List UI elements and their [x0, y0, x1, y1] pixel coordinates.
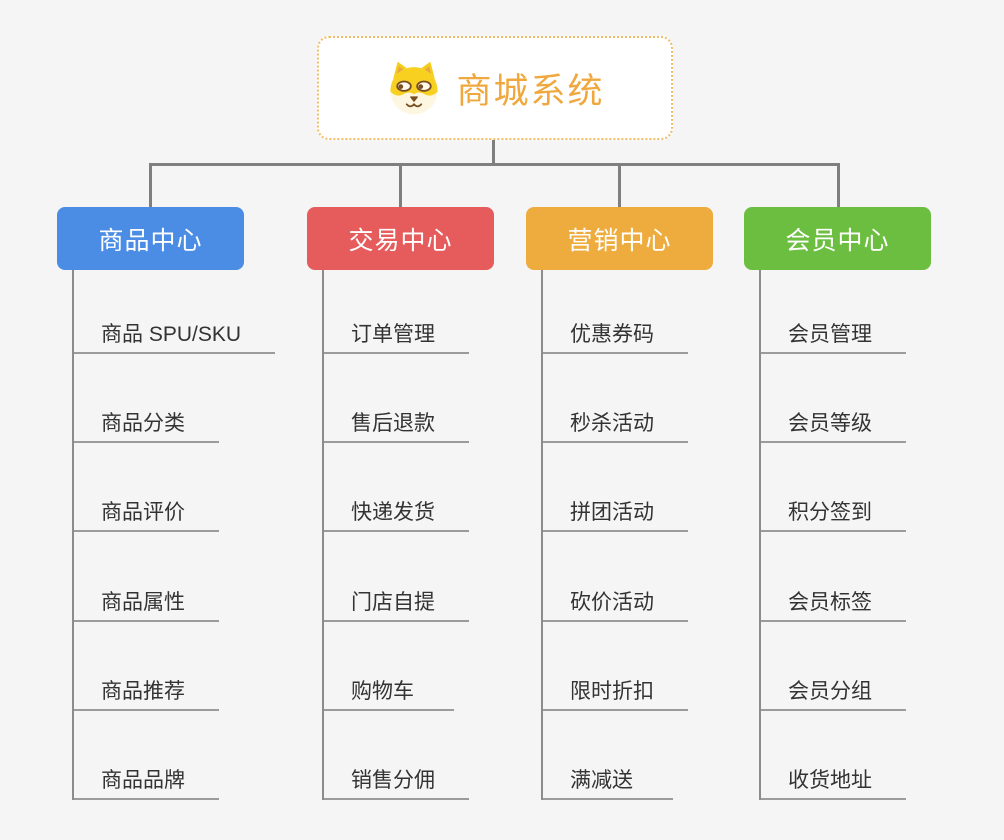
mindmap-item[interactable]: 会员标签	[761, 532, 906, 622]
mindmap-item-label: 商品推荐	[101, 679, 185, 703]
mindmap-item-label: 会员标签	[788, 590, 872, 614]
shiba-dog-icon	[390, 61, 439, 115]
mindmap-item[interactable]: 商品 SPU/SKU	[74, 270, 276, 354]
mindmap-item-label: 商品 SPU/SKU	[101, 323, 242, 346]
mindmap-item[interactable]: 售后退款	[324, 354, 469, 444]
mindmap-item-label: 会员分组	[788, 679, 872, 703]
mindmap-item-label: 购物车	[351, 679, 414, 703]
mindmap-item[interactable]: 商品评价	[74, 443, 219, 533]
mindmap-item[interactable]: 订单管理	[324, 270, 469, 354]
mindmap-item-label: 秒杀活动	[570, 412, 654, 436]
mindmap-item[interactable]: 会员等级	[761, 354, 906, 444]
mindmap-item[interactable]: 门店自提	[324, 532, 469, 622]
mindmap-item-label: 商品品牌	[101, 768, 185, 792]
branch-items-marketing-center: 优惠券码 秒杀活动 拼团活动 砍价活动 限时折扣 满减送	[541, 270, 688, 800]
mindmap-item[interactable]: 优惠券码	[543, 270, 688, 354]
connector-drop-member	[837, 163, 840, 210]
branch-node-marketing-center[interactable]: 营销中心	[526, 207, 713, 270]
connector-drop-marketing	[618, 163, 621, 210]
mindmap-item-label: 会员管理	[788, 323, 872, 346]
mindmap-item-label: 商品属性	[101, 590, 185, 614]
mindmap-item[interactable]: 销售分佣	[324, 711, 469, 800]
mindmap-item[interactable]: 拼团活动	[543, 443, 688, 533]
mindmap-item[interactable]: 购物车	[324, 622, 454, 711]
mindmap-item[interactable]: 砍价活动	[543, 532, 688, 622]
branch-items-trade-center: 订单管理 售后退款 快递发货 门店自提 购物车 销售分佣	[322, 270, 469, 800]
mindmap-item-label: 砍价活动	[570, 590, 654, 614]
mindmap-item-label: 限时折扣	[570, 679, 654, 703]
connector-drop-product	[149, 163, 152, 210]
mindmap-item-label: 销售分佣	[351, 768, 435, 792]
mindmap-item-label: 售后退款	[351, 412, 435, 436]
mindmap-item[interactable]: 会员分组	[761, 622, 906, 711]
branch-node-member-center[interactable]: 会员中心	[744, 207, 931, 270]
connector-root-stub	[492, 140, 495, 166]
mindmap-item-label: 商品评价	[101, 501, 185, 525]
root-title: 商城系统	[456, 71, 605, 111]
mindmap-item[interactable]: 会员管理	[761, 270, 906, 354]
mindmap-item[interactable]: 商品分类	[74, 354, 219, 444]
branch-node-product-center[interactable]: 商品中心	[57, 207, 244, 270]
mindmap-item-label: 满减送	[570, 768, 633, 792]
mindmap-item[interactable]: 快递发货	[324, 443, 469, 533]
root-node-mall-system[interactable]: 商城系统	[317, 36, 673, 140]
mindmap-item-label: 快递发货	[351, 501, 435, 525]
branch-items-member-center: 会员管理 会员等级 积分签到 会员标签 会员分组 收货地址	[759, 270, 906, 800]
mindmap-item[interactable]: 商品品牌	[74, 711, 219, 800]
mindmap-item-label: 收货地址	[788, 768, 872, 792]
mindmap-item[interactable]: 商品属性	[74, 532, 219, 622]
connector-horizontal	[149, 163, 840, 166]
mindmap-item[interactable]: 秒杀活动	[543, 354, 688, 444]
mindmap-item[interactable]: 满减送	[543, 711, 673, 800]
branch-items-product-center: 商品 SPU/SKU 商品分类 商品评价 商品属性 商品推荐 商品品牌	[72, 270, 276, 800]
mindmap-item-label: 门店自提	[351, 590, 435, 614]
mindmap-item-label: 商品分类	[101, 412, 185, 436]
mindmap-item-label: 积分签到	[788, 501, 872, 525]
connector-drop-trade	[399, 163, 402, 210]
mindmap-item-label: 订单管理	[351, 323, 435, 346]
mindmap-item-label: 拼团活动	[570, 501, 654, 525]
mindmap-item[interactable]: 限时折扣	[543, 622, 688, 711]
mindmap-item-label: 会员等级	[788, 412, 872, 436]
mindmap-item[interactable]: 商品推荐	[74, 622, 219, 711]
mindmap-item[interactable]: 积分签到	[761, 443, 906, 533]
mindmap-item[interactable]: 收货地址	[761, 711, 906, 800]
branch-node-trade-center[interactable]: 交易中心	[307, 207, 494, 270]
mindmap-item-label: 优惠券码	[570, 323, 654, 346]
